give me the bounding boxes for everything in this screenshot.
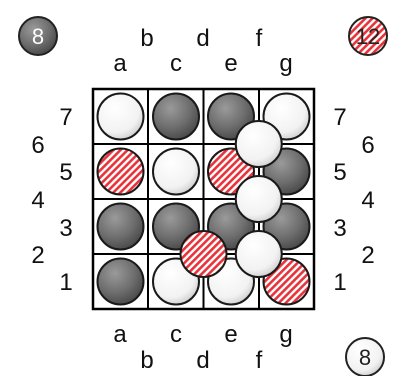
left-row-label-4: 4 — [31, 187, 44, 214]
right-row-label-1: 1 — [333, 269, 346, 296]
right-row-label-6: 6 — [361, 132, 374, 159]
left-row-label-1: 1 — [59, 269, 72, 296]
bottom-col-label-g: g — [279, 321, 292, 348]
gray-stone-c7[interactable] — [153, 94, 199, 140]
white-stone-c5[interactable] — [153, 149, 199, 195]
left-row-label-3: 3 — [59, 215, 72, 242]
right-row-label-5: 5 — [333, 159, 346, 186]
top-col-label-a: a — [113, 50, 127, 77]
top-col-label-d: d — [196, 25, 209, 52]
bottom-column-labels: a c e g b d f — [113, 321, 292, 374]
right-row-label-4: 4 — [361, 187, 374, 214]
red-counter: 12 — [349, 17, 387, 55]
left-row-label-7: 7 — [59, 104, 72, 131]
bottom-col-label-a: a — [113, 321, 127, 348]
right-row-label-2: 2 — [361, 242, 374, 269]
left-row-labels: 7 5 3 1 6 4 2 — [31, 104, 72, 296]
white-upper-stone[interactable] — [236, 121, 282, 167]
bottom-col-label-c: c — [170, 321, 182, 348]
right-row-label-7: 7 — [333, 104, 346, 131]
top-column-labels: b d f a c e g — [113, 25, 292, 77]
left-row-label-5: 5 — [59, 159, 72, 186]
left-row-label-2: 2 — [31, 242, 44, 269]
white-counter-value: 8 — [359, 345, 371, 370]
white-upper-stone[interactable] — [236, 231, 282, 277]
right-row-labels: 7 5 3 1 6 4 2 — [333, 104, 374, 296]
bottom-col-label-d: d — [196, 347, 209, 374]
top-col-label-e: e — [224, 50, 237, 77]
red-counter-value: 12 — [356, 24, 380, 49]
top-col-label-g: g — [279, 50, 292, 77]
red-upper-stone[interactable] — [181, 231, 227, 277]
white-stone-a7[interactable] — [98, 94, 144, 140]
bottom-col-label-e: e — [224, 321, 237, 348]
top-col-label-f: f — [256, 25, 263, 52]
top-col-label-b: b — [140, 25, 153, 52]
gray-counter-value: 8 — [32, 24, 44, 49]
bottom-col-label-f: f — [256, 347, 263, 374]
gray-stone-a3[interactable] — [98, 204, 144, 250]
right-row-label-3: 3 — [333, 215, 346, 242]
white-upper-stone[interactable] — [236, 176, 282, 222]
left-row-label-6: 6 — [31, 132, 44, 159]
top-col-label-c: c — [170, 50, 182, 77]
bottom-col-label-b: b — [140, 347, 153, 374]
gray-counter: 8 — [19, 17, 57, 55]
white-counter: 8 — [346, 338, 384, 376]
red-stone-a5[interactable] — [98, 149, 144, 195]
gray-stone-a1[interactable] — [98, 259, 144, 305]
